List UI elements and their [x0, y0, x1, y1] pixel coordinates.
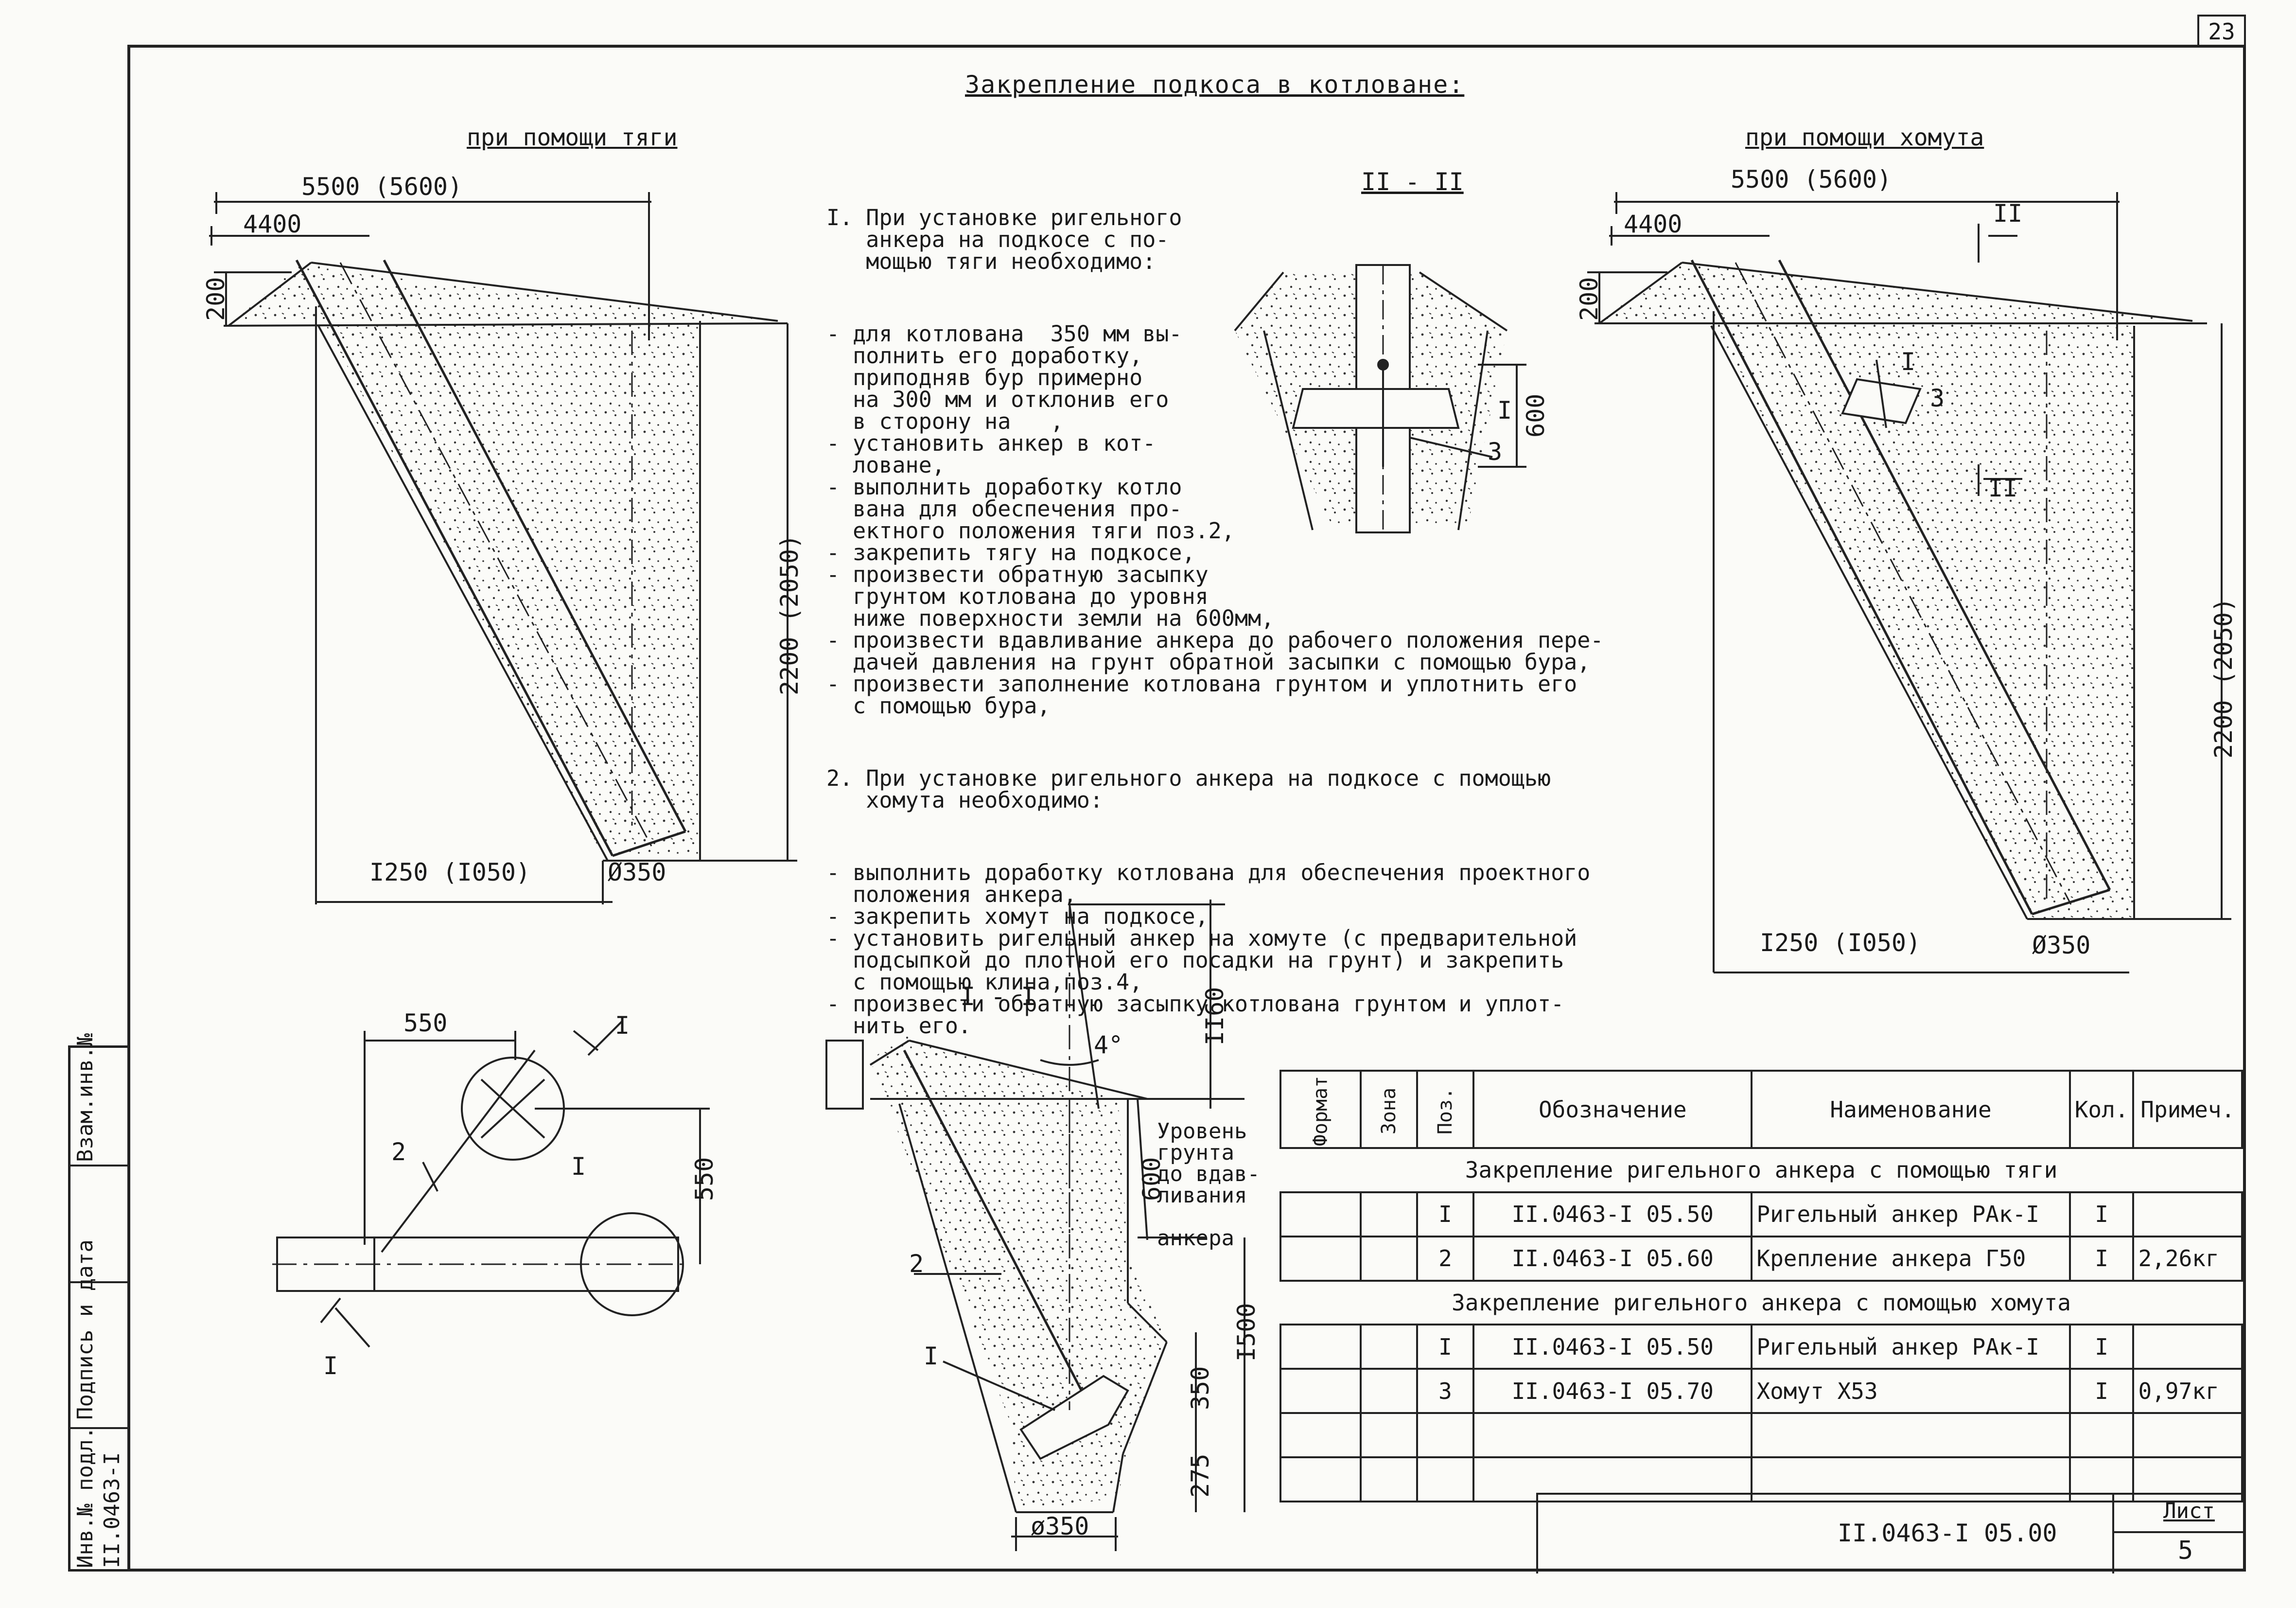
- side-stamp: [68, 1045, 127, 1572]
- col-zone: Зона: [1377, 1087, 1400, 1134]
- left-dim-diam: Ø350: [608, 858, 666, 886]
- specification-table: Формат Зона Поз. Обозначение Наименовани…: [1279, 1069, 2243, 1502]
- drawing-frame: [127, 45, 2246, 1572]
- col-qty: Кол.: [2068, 1069, 2135, 1149]
- row-pos: I: [1416, 1324, 1475, 1370]
- sheet-label: Лист: [2163, 1499, 2215, 1523]
- row-qty: I: [2068, 1191, 2135, 1237]
- row-name: Крепление анкера Г50: [1751, 1235, 2071, 1282]
- table-row: I II.0463-I 05.50 Ригельный анкер РАк-I …: [1279, 1191, 2243, 1237]
- row-pos: 2: [1416, 1235, 1475, 1282]
- right-mark-I: I: [1901, 348, 1916, 376]
- col-designation: Обозначение: [1472, 1069, 1753, 1149]
- row-name: Ригельный анкер РАк-I: [1751, 1324, 2071, 1370]
- table-group-row: Закрепление ригельного анкера с помощью …: [1280, 1147, 2242, 1193]
- right-dim-diam: Ø350: [2032, 931, 2091, 959]
- note-item-2: 2. При установке ригельного анкера на по…: [826, 765, 1551, 813]
- col-pos: Поз.: [1434, 1087, 1456, 1134]
- plan-mark-I-top: I: [615, 1011, 630, 1040]
- table-row-empty: [1279, 1412, 2243, 1459]
- row-note: 0,97кг: [2132, 1368, 2243, 1414]
- plan-drawing: [272, 1020, 710, 1348]
- row-designation: II.0463-I 05.60: [1472, 1235, 1753, 1282]
- col-note: Примеч.: [2132, 1069, 2243, 1149]
- sec1-dim-1500: I500: [1232, 1303, 1261, 1361]
- note-item-2-steps: - выполнить доработку котлована для обес…: [826, 860, 1591, 1039]
- right-mark-II-top: II: [1993, 199, 2023, 228]
- row-name: Хомут Х53: [1751, 1368, 2071, 1414]
- right-dim-4400: 4400: [1624, 210, 1683, 238]
- row-designation: II.0463-I 05.50: [1472, 1324, 1753, 1370]
- plan-mark-I-circle: I: [571, 1152, 586, 1181]
- right-dim-1250: I250 (I050): [1760, 929, 1921, 957]
- right-mark-II-mid: II: [1988, 474, 2018, 502]
- sec1-level-note: Уровень грунта до вдав- ливания анкера: [1157, 1119, 1260, 1251]
- left-dim-4400: 4400: [243, 210, 302, 238]
- section-II-title: II - II: [1361, 168, 1464, 196]
- row-note: [2132, 1324, 2243, 1370]
- table-row-empty: [1279, 1456, 2243, 1502]
- plan-mark-I-bottom: I: [323, 1352, 338, 1380]
- installation-notes: I. При установке ригельного анкера на по…: [826, 163, 1663, 1065]
- row-qty: I: [2068, 1324, 2135, 1370]
- col-name: Наименование: [1751, 1069, 2071, 1149]
- title-block: II.0463-I 05.00 Лист 5: [1536, 1493, 2243, 1573]
- sec1-dim-diam: ø350: [1031, 1512, 1089, 1540]
- left-pit-drawing: [209, 192, 797, 904]
- sheet-number: 5: [2178, 1536, 2193, 1565]
- sec1-mark-I: I: [924, 1342, 939, 1370]
- table-group-row: Закрепление ригельного анкера с помощью …: [1280, 1279, 2242, 1326]
- group-1-title: Закрепление ригельного анкера с помощью …: [1280, 1147, 2242, 1193]
- col-format: Формат: [1309, 1076, 1332, 1146]
- left-dim-1250: I250 (I050): [369, 858, 531, 886]
- sec1-mark-2: 2: [909, 1250, 924, 1278]
- left-caption: при помощи тяги: [467, 124, 678, 151]
- sec1-angle: 4°: [1094, 1031, 1123, 1059]
- right-dim-2200: 2200 (2050): [2209, 597, 2238, 759]
- page-title: Закрепление подкоса в котловане:: [965, 71, 1465, 99]
- group-2-title: Закрепление ригельного анкера с помощью …: [1280, 1279, 2242, 1326]
- note-item-1-steps: - для котлована 350 мм вы- полнить его д…: [826, 321, 1604, 719]
- plan-dim-550-v: 550: [690, 1157, 719, 1201]
- right-dim-5500: 5500 (5600): [1731, 165, 1892, 194]
- table-header-row: Формат Зона Поз. Обозначение Наименовани…: [1279, 1069, 2243, 1149]
- table-row: 3 II.0463-I 05.70 Хомут Х53 I 0,97кг: [1279, 1368, 2243, 1414]
- note-item-1: I. При установке ригельного анкера на по…: [826, 205, 1182, 274]
- table-row: 2 II.0463-I 05.60 Крепление анкера Г50 I…: [1279, 1235, 2243, 1282]
- left-dim-2200: 2200 (2050): [775, 534, 804, 695]
- plan-dim-550-h: 550: [403, 1009, 448, 1037]
- left-dim-200: 200: [202, 277, 230, 321]
- section-I-drawing: [825, 900, 1245, 1551]
- row-qty: I: [2068, 1368, 2135, 1414]
- sec2-mark-3: 3: [1488, 438, 1503, 466]
- right-mark-3: 3: [1930, 384, 1945, 412]
- right-pit-drawing: [1587, 192, 2231, 973]
- table-row: I II.0463-I 05.50 Ригельный анкер РАк-I …: [1279, 1324, 2243, 1370]
- right-caption: при помощи хомута: [1745, 124, 1984, 151]
- designation: II.0463-I 05.00: [1838, 1519, 2057, 1547]
- page-number: 23: [2197, 15, 2246, 47]
- left-dim-5500: 5500 (5600): [301, 173, 463, 201]
- row-pos: I: [1416, 1191, 1475, 1237]
- row-name: Ригельный анкер РАк-I: [1751, 1191, 2071, 1237]
- section-II-drawing: [1234, 264, 1526, 533]
- row-pos: 3: [1416, 1368, 1475, 1414]
- row-qty: I: [2068, 1235, 2135, 1282]
- plan-mark-2: 2: [391, 1138, 406, 1166]
- row-note: [2132, 1191, 2243, 1237]
- sec1-dim-350: 350: [1186, 1366, 1214, 1410]
- sec2-mark-I: I: [1497, 396, 1512, 424]
- row-designation: II.0463-I 05.50: [1472, 1191, 1753, 1237]
- section-I-title: I - I: [960, 982, 1036, 1011]
- row-designation: II.0463-I 05.70: [1472, 1368, 1753, 1414]
- row-note: 2,26кг: [2132, 1235, 2243, 1282]
- sec1-dim-275: 275: [1186, 1453, 1214, 1498]
